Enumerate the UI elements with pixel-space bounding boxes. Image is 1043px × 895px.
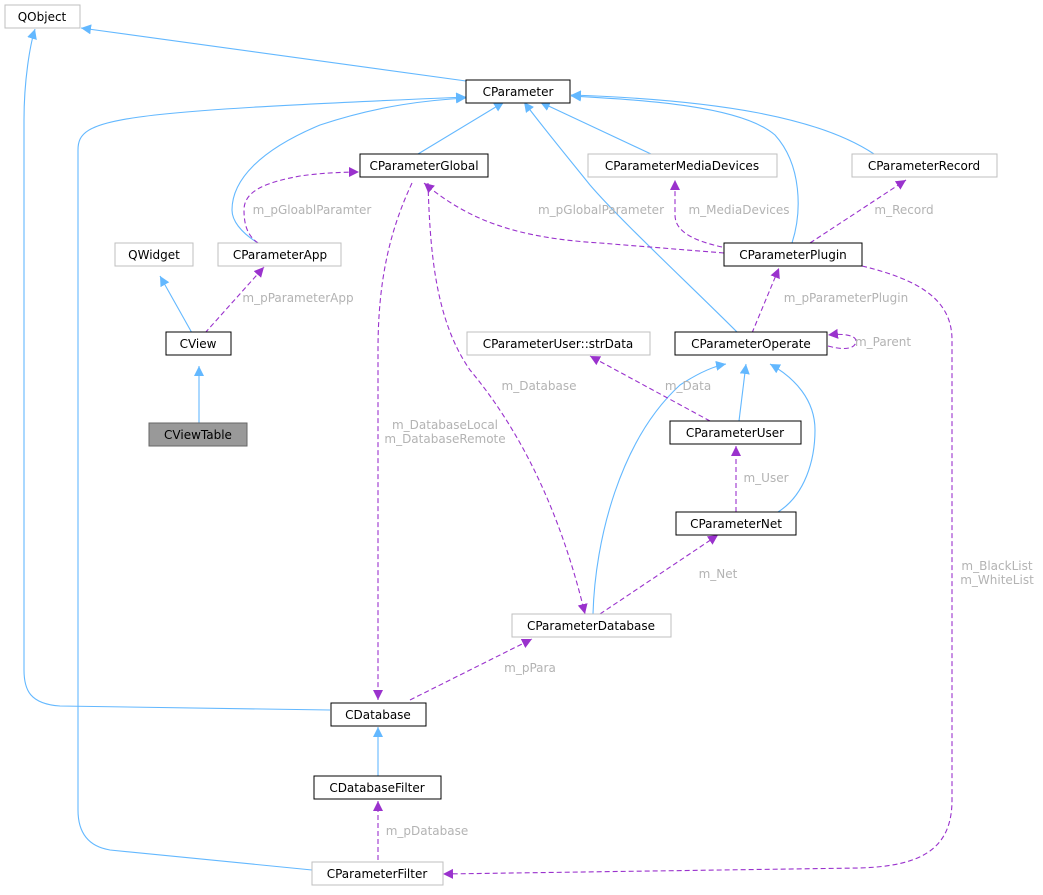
node-cview[interactable]: CView [165, 331, 232, 356]
label-m-databaseremote: m_DatabaseRemote [384, 432, 505, 446]
label-m-pparameterplugin: m_pParameterPlugin [784, 291, 908, 305]
edge-cparameterrecord-to-cparameter [570, 90, 875, 155]
edge-m-record [809, 179, 907, 244]
label-m-data: m_Data [665, 379, 711, 393]
node-label: CParameterPlugin [739, 248, 847, 262]
edge-m-pparameterplugin [751, 267, 780, 334]
edge-cparameterplugin-to-cparameter [570, 91, 799, 244]
edge-cparameternet-to-cparameteroperate [769, 363, 816, 513]
edge-m-pparameterapp [204, 266, 265, 334]
node-label: CParameterUser::strData [483, 337, 634, 351]
node-qwidget[interactable]: QWidget [114, 242, 194, 267]
edge-cparameteroperate-to-cparameter [523, 101, 739, 334]
node-cparametermediadevices[interactable]: CParameterMediaDevices [587, 153, 778, 178]
edge-m-mediadevices [670, 180, 723, 248]
node-cdatabase[interactable]: CDatabase [330, 702, 427, 727]
edge-m-parent [827, 328, 857, 350]
node-cparameteroperate[interactable]: CParameterOperate [674, 331, 828, 356]
node-cparameterplugin[interactable]: CParameterPlugin [723, 242, 863, 267]
edge-labels: m_pGloablParamter m_pGlobalParameter m_M… [242, 203, 1034, 838]
edge-cparameterfilter-to-cparameter [77, 92, 467, 871]
node-label: CParameterRecord [868, 159, 980, 173]
inheritance-edges [23, 24, 875, 871]
edge-m-ppara [409, 638, 533, 701]
node-cparameterfilter[interactable]: CParameterFilter [311, 861, 444, 886]
label-m-whitelist: m_WhiteList [960, 573, 1034, 587]
label-m-pgloablparamter: m_pGloablParamter [253, 203, 372, 217]
node-cdatabasefilter[interactable]: CDatabaseFilter [313, 775, 442, 800]
node-cparameterdatabase[interactable]: CParameterDatabase [511, 613, 672, 638]
label-m-user: m_User [743, 471, 788, 485]
node-cparameterglobal[interactable]: CParameterGlobal [359, 153, 489, 178]
node-cviewtable[interactable]: CViewTable [148, 422, 248, 447]
label-m-record: m_Record [874, 203, 933, 217]
node-label: CParameterGlobal [369, 159, 478, 173]
label-m-mediadevices: m_MediaDevices [688, 203, 789, 217]
edge-m-pgloablparamter [243, 167, 360, 244]
edge-m-databaselocal-remote [373, 182, 413, 700]
edge-m-blacklist-whitelist [442, 265, 953, 879]
node-label: CParameterMediaDevices [605, 159, 759, 173]
node-label: QObject [18, 10, 67, 24]
label-m-ppara: m_pPara [504, 661, 556, 675]
node-label: QWidget [128, 248, 180, 262]
edge-cparameterapp-to-cparameter [231, 93, 467, 244]
label-m-parent: m_Parent [855, 335, 911, 349]
node-label: CParameterOperate [691, 337, 811, 351]
node-cparameter[interactable]: CParameter [465, 79, 571, 104]
label-m-pdatabase: m_pDatabase [386, 824, 469, 838]
label-m-pparameterapp: m_pParameterApp [242, 291, 353, 305]
label-m-blacklist: m_BlackList [961, 559, 1032, 573]
edge-m-database [427, 182, 588, 615]
node-label: CParameter [483, 85, 554, 99]
node-label: CParameterUser [686, 426, 784, 440]
node-label: CDatabaseFilter [329, 781, 424, 795]
node-label: CParameterApp [233, 248, 327, 262]
edge-m-data [589, 355, 711, 422]
node-cparameterrecord[interactable]: CParameterRecord [851, 153, 998, 178]
usage-edges [204, 167, 953, 879]
node-cparameteruser[interactable]: CParameterUser [669, 420, 802, 445]
edge-m-pglobalparameter [423, 182, 725, 254]
edge-cparameteruser-to-cparameteroperate [738, 363, 750, 422]
edge-cview-to-qwidget [159, 275, 193, 334]
label-m-net: m_Net [699, 567, 738, 581]
node-label: CParameterNet [690, 517, 782, 531]
node-cparameterapp[interactable]: CParameterApp [217, 242, 342, 267]
label-m-databaselocal: m_DatabaseLocal [392, 418, 498, 432]
edge-cdatabase-to-qobject [23, 28, 331, 711]
label-m-pglobalparameter: m_pGlobalParameter [538, 203, 664, 217]
node-label: CView [180, 337, 217, 351]
label-m-database: m_Database [502, 379, 577, 393]
node-cparameteruser-strdata[interactable]: CParameterUser::strData [466, 331, 651, 356]
node-label: CViewTable [164, 428, 232, 442]
node-cparameternet[interactable]: CParameterNet [675, 511, 797, 536]
edge-cparameterdatabase-to-cparameteroperate [592, 360, 727, 615]
node-label: CParameterFilter [327, 867, 428, 881]
node-label: CParameterDatabase [527, 619, 655, 633]
node-qobject[interactable]: QObject [4, 4, 81, 29]
edge-cparametermediadevices-to-cparameter [539, 101, 652, 155]
edge-cparameterglobal-to-cparameter [417, 101, 505, 155]
node-label: CDatabase [345, 708, 411, 722]
edge-cparameter-to-qobject [80, 24, 467, 82]
